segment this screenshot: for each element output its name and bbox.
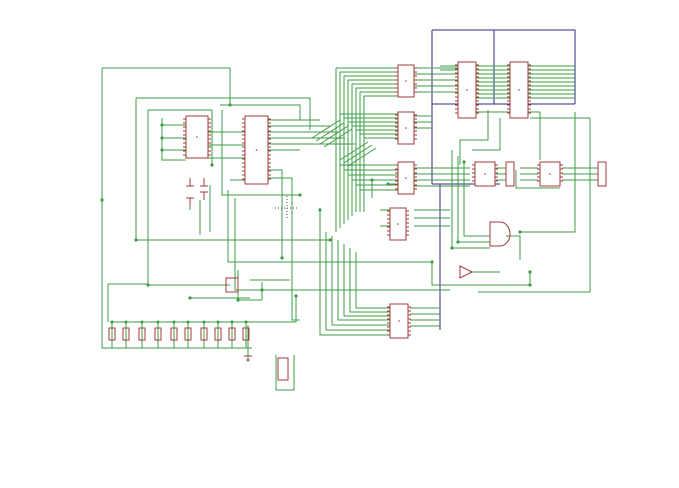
junction-dot — [230, 320, 234, 324]
junction-group — [100, 103, 532, 302]
junction-dot — [210, 163, 214, 167]
connector-j3 — [277, 357, 289, 381]
junction-dot — [280, 256, 284, 260]
junction-dot — [140, 320, 144, 324]
discrete-components-group — [108, 320, 250, 348]
junction-dot — [188, 296, 192, 300]
junction-dot — [244, 320, 248, 324]
junction-dot — [430, 260, 434, 264]
junction-dot — [156, 320, 160, 324]
resistor — [170, 327, 178, 341]
junction-dot — [456, 240, 460, 244]
connector-j2 — [597, 161, 607, 187]
junction-dot — [228, 103, 232, 107]
resistor — [108, 327, 116, 341]
chip-mark — [466, 89, 468, 91]
chip-mark — [397, 223, 399, 225]
junction-dot — [328, 238, 332, 242]
junction-dot — [172, 320, 176, 324]
resistor — [242, 327, 250, 341]
crosshair-marker — [275, 196, 299, 220]
junction-dot — [260, 288, 264, 292]
chip-mark — [405, 127, 407, 129]
resistor — [184, 327, 192, 341]
chip-mark — [405, 80, 407, 82]
pushbutton-s1 — [225, 277, 239, 293]
wire-group — [101, 65, 598, 391]
chip-mark — [405, 177, 407, 179]
pin-group — [183, 64, 563, 336]
resistor — [138, 327, 146, 341]
resistor — [214, 327, 222, 341]
chip-mark — [549, 173, 551, 175]
junction-dot — [186, 320, 190, 324]
junction-dot — [318, 208, 322, 212]
junction-dot — [528, 283, 532, 287]
junction-dot — [236, 298, 240, 302]
junction-dot — [124, 320, 128, 324]
junction-dot — [462, 160, 466, 164]
junction-dot — [160, 123, 164, 127]
junction-dot — [294, 294, 298, 298]
junction-dot — [134, 238, 138, 242]
small-parts-group — [186, 178, 252, 361]
resistor — [154, 327, 162, 341]
junction-dot — [202, 320, 206, 324]
connector-j1 — [505, 161, 515, 187]
junction-dot — [370, 178, 374, 182]
junction-dot — [160, 148, 164, 152]
junction-dot — [146, 283, 150, 287]
resistor — [228, 327, 236, 341]
chip-mark — [255, 149, 258, 151]
junction-dot — [216, 320, 220, 324]
and-gate — [489, 221, 511, 247]
junction-dot — [528, 270, 532, 274]
bus-frame-group — [431, 29, 576, 330]
junction-dot — [160, 136, 164, 140]
chip-mark — [484, 173, 486, 175]
chip-mark — [196, 136, 198, 138]
junction-dot — [100, 198, 104, 202]
junction-dot — [450, 246, 454, 250]
resistor — [122, 327, 130, 341]
junction-dot — [518, 230, 522, 234]
resistor — [200, 327, 208, 341]
junction-dot — [298, 193, 302, 197]
junction-dot — [386, 182, 390, 186]
chip-mark — [518, 89, 520, 91]
buffer-gate — [459, 265, 474, 279]
chip-mark — [398, 320, 400, 322]
junction-dot — [110, 320, 114, 324]
